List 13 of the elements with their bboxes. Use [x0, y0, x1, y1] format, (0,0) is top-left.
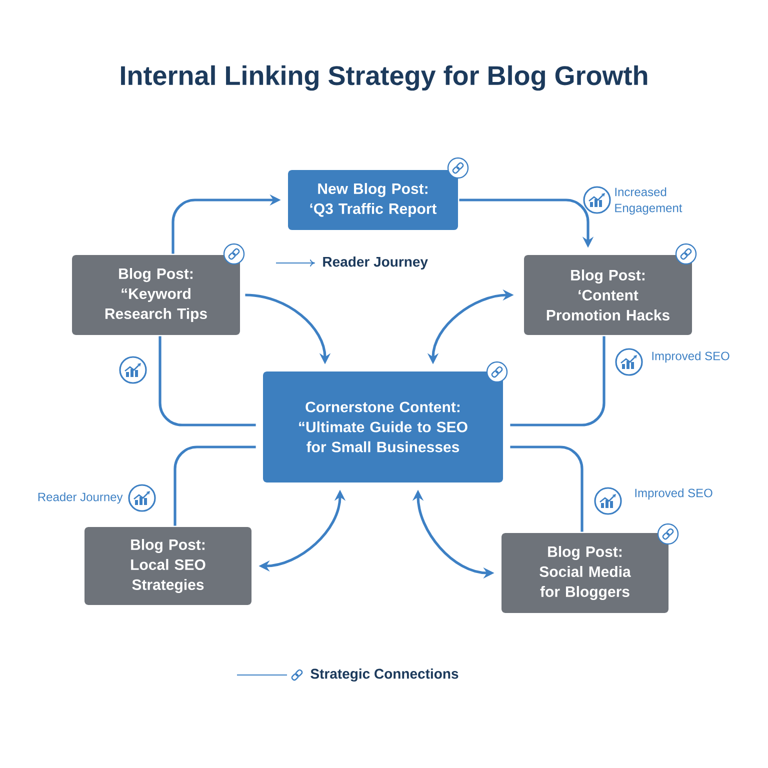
metric-label: Improved SEO [635, 488, 712, 500]
post-box: Cornerstone Content: “Ultimate Guide to SEO for Small Businesses [263, 372, 503, 482]
metric-label: Reader Journey [38, 492, 123, 504]
metric-label: Improved SEO [652, 351, 730, 363]
post-box: Blog Post: Local SEO Strategies [84, 527, 252, 605]
post-box: Blog Post: Social Media for Bloggers [502, 533, 668, 613]
post-box: Blog Post: “Keyword Research Tips [72, 255, 240, 335]
legend-label: Strategic Connections [310, 668, 458, 682]
legend-label: Reader Journey [323, 256, 428, 270]
title: Internal Linking Strategy for Blog Growth [121, 65, 648, 91]
post-box: New Blog Post: ‘Q3 Traffic Report [288, 170, 458, 230]
metric-label: Increased Engagement [615, 187, 682, 215]
post-box: Blog Post: ‘Content Promotion Hacks [524, 255, 692, 335]
